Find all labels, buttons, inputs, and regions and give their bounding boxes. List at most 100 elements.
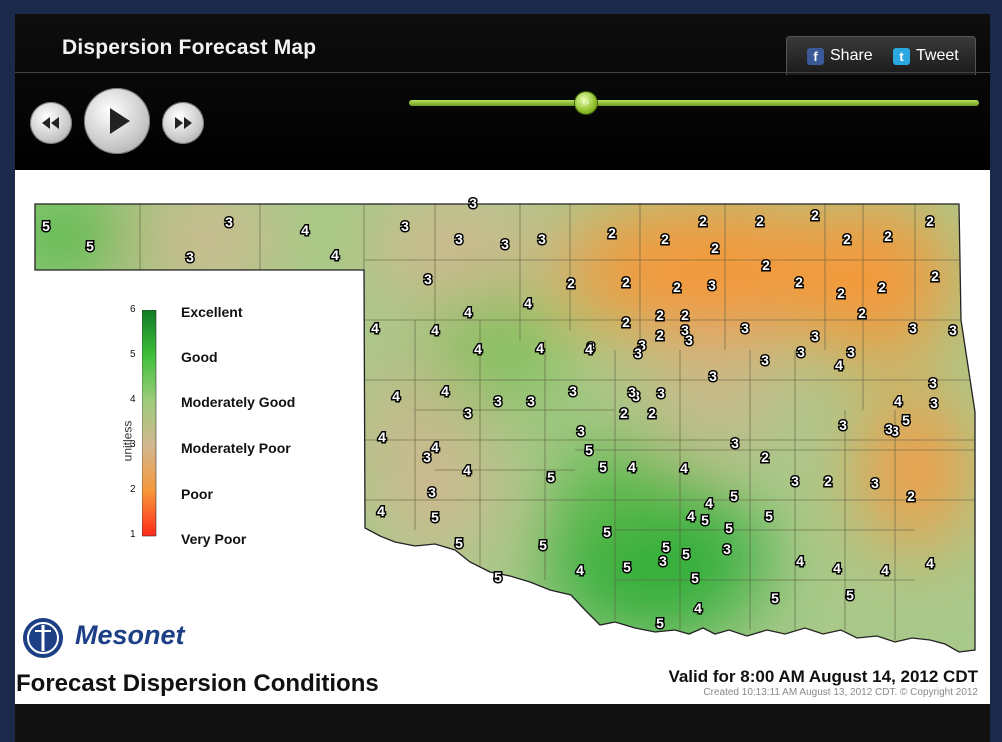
drag-arrows-icon: ‹› xyxy=(582,97,590,108)
county-dispersion-value: 3 xyxy=(494,393,502,409)
county-dispersion-value: 3 xyxy=(885,421,893,437)
county-dispersion-value: 3 xyxy=(741,320,749,336)
county-dispersion-value: 3 xyxy=(930,395,938,411)
bottom-bar xyxy=(15,704,990,742)
map-caption: Forecast Dispersion Conditions xyxy=(16,670,379,697)
legend-tick: 4 xyxy=(130,394,136,405)
county-dispersion-value: 4 xyxy=(705,495,713,511)
play-icon xyxy=(110,108,130,134)
county-dispersion-value: 2 xyxy=(620,405,628,421)
valid-time: Valid for 8:00 AM August 14, 2012 CDT xyxy=(668,667,978,686)
legend-label-good: Good xyxy=(181,349,218,365)
county-dispersion-value: 3 xyxy=(638,337,646,353)
county-dispersion-value: 5 xyxy=(599,459,607,475)
county-dispersion-value: 5 xyxy=(701,512,709,528)
county-dispersion-value: 2 xyxy=(884,228,892,244)
county-dispersion-value: 5 xyxy=(547,469,555,485)
county-dispersion-value: 4 xyxy=(377,503,385,519)
county-dispersion-value: 3 xyxy=(469,195,477,211)
county-dispersion-value: 3 xyxy=(225,214,233,230)
county-dispersion-value: 2 xyxy=(858,305,866,321)
county-dispersion-value: 4 xyxy=(680,460,688,476)
county-dispersion-value: 2 xyxy=(761,449,769,465)
county-dispersion-value: 3 xyxy=(839,417,847,433)
county-dispersion-value: 3 xyxy=(424,271,432,287)
county-dispersion-value: 4 xyxy=(301,222,309,238)
county-dispersion-value: 4 xyxy=(331,247,339,263)
county-dispersion-value: 3 xyxy=(538,231,546,247)
tweet-button[interactable]: t Tweet xyxy=(893,47,959,65)
county-dispersion-value: 3 xyxy=(501,236,509,252)
county-dispersion-value: 3 xyxy=(401,218,409,234)
county-dispersion-value: 2 xyxy=(824,473,832,489)
county-dispersion-value: 2 xyxy=(907,488,915,504)
county-dispersion-value: 2 xyxy=(756,213,764,229)
county-dispersion-value: 3 xyxy=(569,383,577,399)
county-dispersion-value: 3 xyxy=(871,475,879,491)
county-dispersion-value: 3 xyxy=(811,328,819,344)
county-dispersion-value: 2 xyxy=(673,279,681,295)
county-dispersion-value: 3 xyxy=(909,320,917,336)
county-dispersion-value: 5 xyxy=(902,412,910,428)
legend-tick: 1 xyxy=(130,529,136,540)
county-dispersion-value: 2 xyxy=(795,274,803,290)
fast-forward-button[interactable] xyxy=(162,102,204,144)
county-dispersion-value: 4 xyxy=(524,295,532,311)
county-dispersion-value: 4 xyxy=(392,388,400,404)
legend-tick: 2 xyxy=(130,484,136,495)
tweet-label: Tweet xyxy=(916,47,959,64)
county-dispersion-value: 3 xyxy=(685,332,693,348)
social-share-panel: f Share t Tweet xyxy=(786,36,976,75)
county-dispersion-value: 3 xyxy=(797,344,805,360)
county-dispersion-value: 4 xyxy=(431,322,439,338)
rewind-icon xyxy=(42,117,59,129)
county-dispersion-value: 2 xyxy=(656,307,664,323)
county-dispersion-value: 3 xyxy=(587,339,595,355)
page-title: Dispersion Forecast Map xyxy=(62,36,317,59)
rewind-button[interactable] xyxy=(30,102,72,144)
county-dispersion-value: 4 xyxy=(894,393,902,409)
timeline-slider-handle[interactable]: ‹› xyxy=(574,92,597,114)
mesonet-logo: Mesonet xyxy=(75,620,185,650)
county-dispersion-value: 4 xyxy=(441,383,449,399)
county-dispersion-value: 4 xyxy=(585,341,593,357)
county-dispersion-value: 5 xyxy=(662,539,670,555)
twitter-icon: t xyxy=(893,47,910,65)
county-dispersion-value: 4 xyxy=(628,459,636,475)
play-button[interactable] xyxy=(84,88,150,154)
county-dispersion-value: 3 xyxy=(464,405,472,421)
county-dispersion-value: 5 xyxy=(691,570,699,586)
county-dispersion-value: 4 xyxy=(926,555,934,571)
county-dispersion-value: 5 xyxy=(846,587,854,603)
county-dispersion-value: 5 xyxy=(494,569,502,585)
county-dispersion-value: 5 xyxy=(730,488,738,504)
county-dispersion-value: 2 xyxy=(837,285,845,301)
county-dispersion-value: 4 xyxy=(371,320,379,336)
county-dispersion-value: 5 xyxy=(771,590,779,606)
county-dispersion-value: 5 xyxy=(539,537,547,553)
county-dispersion-value: 2 xyxy=(656,327,664,343)
county-dispersion-value: 4 xyxy=(464,304,472,320)
county-dispersion-value: 4 xyxy=(694,600,702,616)
county-dispersion-value: 5 xyxy=(765,508,773,524)
legend-label-excellent: Excellent xyxy=(181,304,243,320)
share-button[interactable]: f Share xyxy=(807,47,873,65)
county-dispersion-value: 3 xyxy=(709,368,717,384)
county-dispersion-value: 4 xyxy=(833,560,841,576)
county-dispersion-value: 3 xyxy=(628,384,636,400)
county-dispersion-value: 4 xyxy=(463,462,471,478)
county-dispersion-value: 5 xyxy=(86,238,94,254)
county-dispersion-value: 2 xyxy=(931,268,939,284)
county-dispersion-value: 4 xyxy=(835,357,843,373)
county-dispersion-value: 3 xyxy=(659,553,667,569)
county-dispersion-value: 3 xyxy=(577,423,585,439)
legend-color-bar xyxy=(142,310,157,537)
timeline-track[interactable] xyxy=(409,100,979,106)
county-dispersion-value: 2 xyxy=(878,279,886,295)
top-toolbar: Dispersion Forecast Map f Share t Tweet xyxy=(15,14,990,170)
county-dispersion-value: 3 xyxy=(428,484,436,500)
county-dispersion-value: 2 xyxy=(762,257,770,273)
county-dispersion-value: 3 xyxy=(761,352,769,368)
